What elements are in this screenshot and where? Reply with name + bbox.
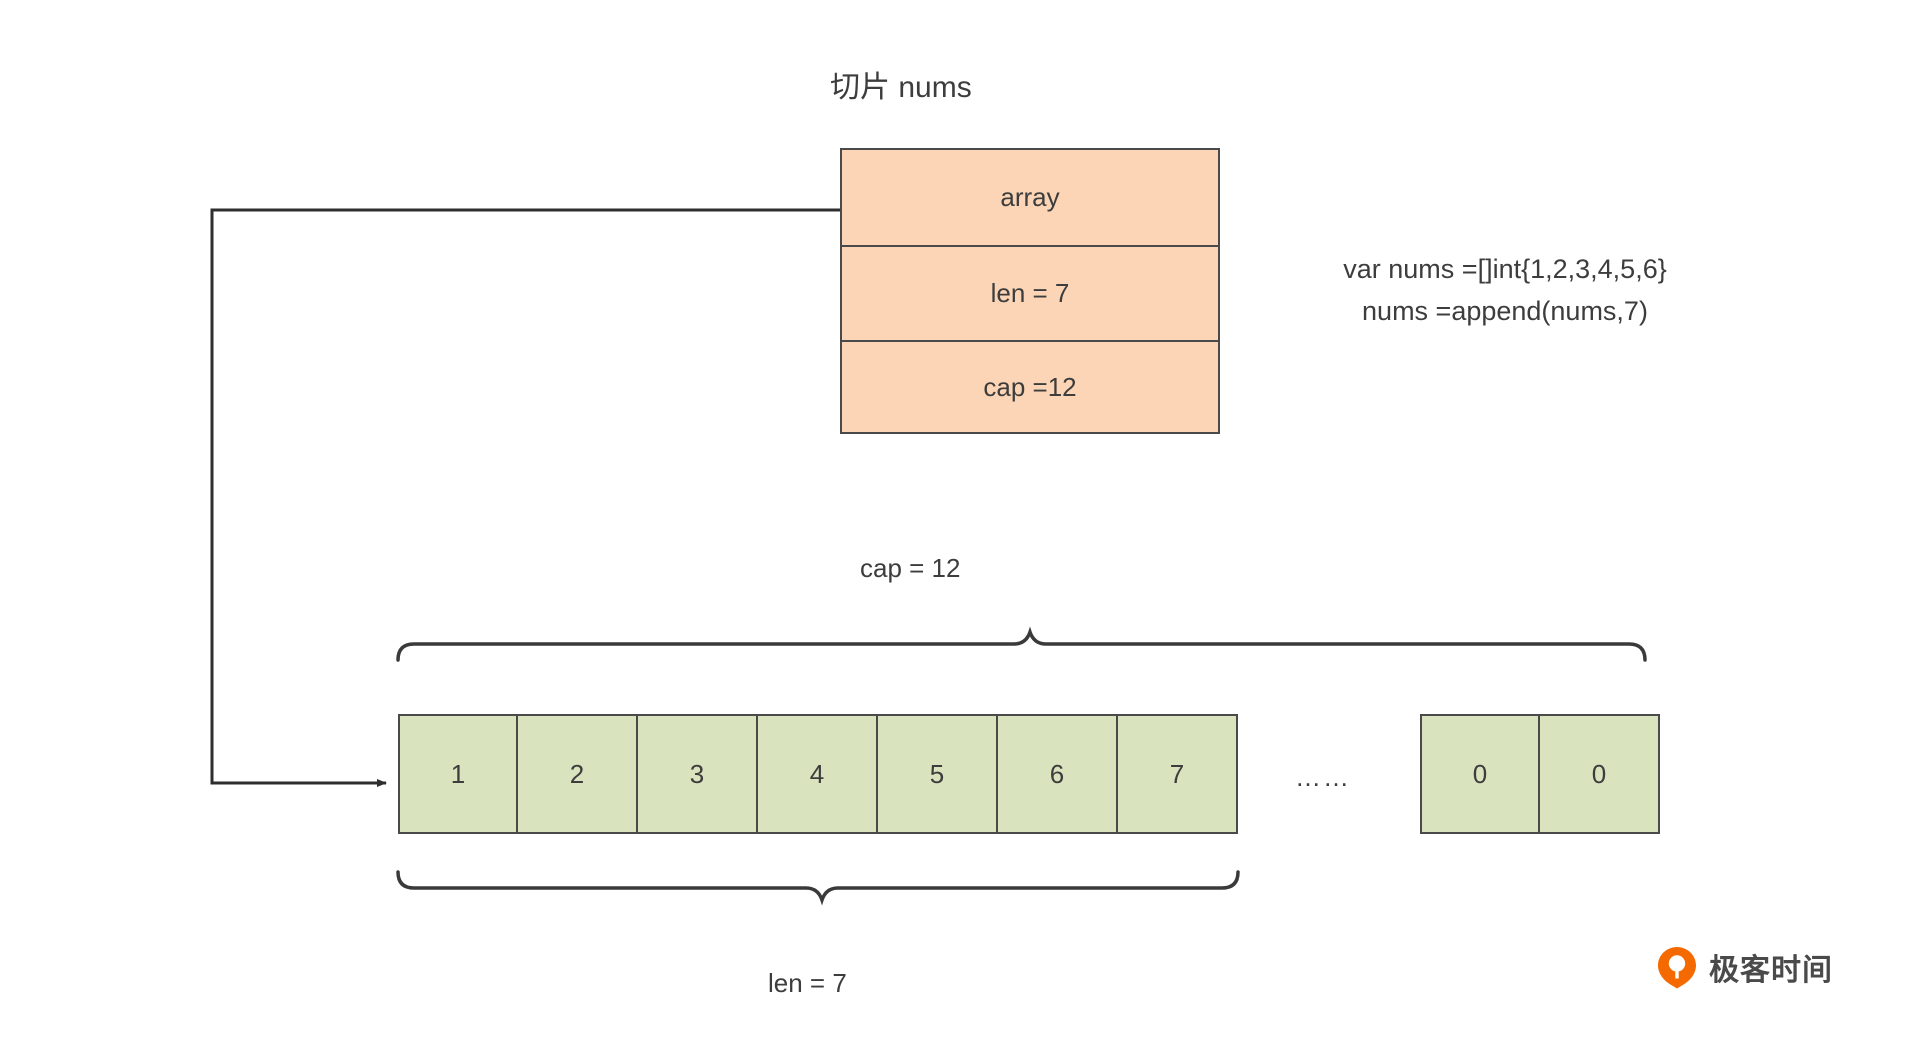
ellipsis-separator: …… [1295,762,1351,792]
array-cell: 2 [518,714,638,834]
struct-row-cap: cap =12 [842,340,1218,432]
cap-bracket-label: cap = 12 [860,553,961,583]
code-line-declare: var nums =[]int{1,2,3,4,5,6} [1343,254,1667,284]
array-cells-used: 1 2 3 4 5 6 7 [398,714,1238,834]
page-title: 切片 nums [830,71,972,104]
code-line-append: nums =append(nums,7) [1362,296,1648,326]
array-pointer-arrow [210,208,840,787]
array-cell: 6 [998,714,1118,834]
cap-brace [396,626,1647,662]
struct-row-len: len = 7 [842,245,1218,340]
geekbang-logo-text: 极客时间 [1709,954,1833,987]
array-cell: 7 [1118,714,1238,834]
slice-header-struct: array len = 7 cap =12 [840,148,1220,434]
struct-row-array: array [842,150,1218,245]
len-bracket-label: len = 7 [768,968,847,998]
array-cell: 5 [878,714,998,834]
array-cell: 3 [638,714,758,834]
code-caption: var nums =[]int{1,2,3,4,5,6} nums =appen… [1285,248,1725,332]
array-cell: 0 [1540,714,1660,834]
len-brace [396,870,1240,906]
array-cell: 4 [758,714,878,834]
array-cell: 1 [398,714,518,834]
geekbang-logo-icon [1655,945,1699,989]
array-cell: 0 [1420,714,1540,834]
array-cells-free: 0 0 [1420,714,1660,834]
geekbang-watermark: 极客时间 [1655,945,1833,989]
